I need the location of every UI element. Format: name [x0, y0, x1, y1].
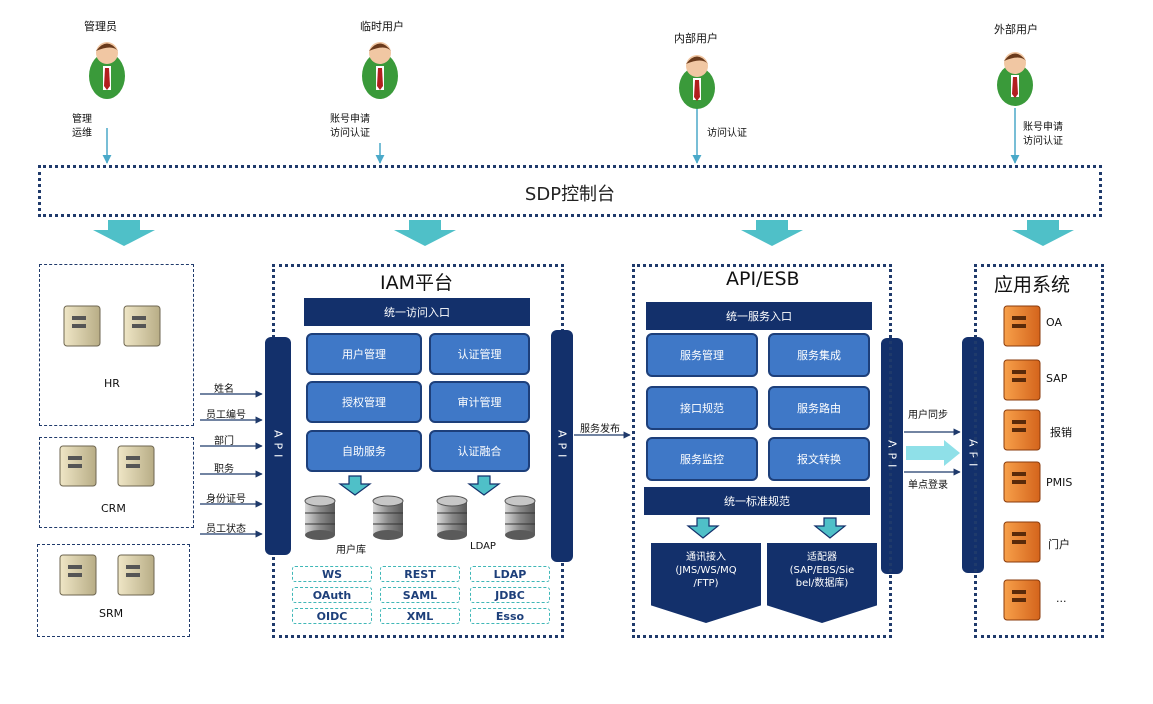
iam-title: IAM平台: [380, 272, 453, 294]
sdp-down-arrows: [93, 220, 1074, 246]
inner-down-arrows: [338, 475, 847, 539]
app-label-more: ...: [1056, 592, 1067, 605]
esb-module-service-mgmt: 服务管理: [646, 333, 758, 377]
app-label-oa: OA: [1046, 316, 1062, 329]
iam-module-authz-mgmt: 授权管理: [306, 381, 422, 423]
esb-title: API/ESB: [726, 268, 800, 290]
user-figure-temp: [362, 42, 398, 99]
source-label-crm: CRM: [101, 502, 126, 515]
protocol-esso: Esso: [470, 608, 550, 624]
user-figure-internal: [679, 55, 715, 109]
api-bar-iam-right: API: [551, 330, 573, 562]
server-icons-srm: [59, 554, 155, 596]
app-label-reimburse: 报销: [1050, 426, 1072, 439]
esb-module-service-monitor: 服务监控: [646, 437, 758, 481]
esb-output-comm-line-1: 通讯接入: [686, 552, 726, 563]
esb-module-service-integration: 服务集成: [768, 333, 870, 377]
protocol-oidc: OIDC: [292, 608, 372, 624]
sdp-title: SDP控制台: [524, 184, 616, 205]
api-bar-iam-left-label: API: [271, 429, 285, 463]
protocol-saml: SAML: [380, 587, 460, 603]
apps-title: 应用系统: [994, 274, 1071, 296]
iam-store-userdb: 用户库: [336, 545, 366, 556]
user-note-temp-1: 账号申请: [330, 114, 370, 125]
esb-output-adapter-line-2: (SAP/EBS/Sie: [789, 565, 855, 576]
iam-store-ldap: LDAP: [470, 541, 496, 552]
service-publish-label: 服务发布: [580, 424, 620, 435]
esb-module-message-transform: 报文转换: [768, 437, 870, 481]
database-icons: [304, 495, 536, 540]
iam-module-auth-fusion: 认证融合: [429, 430, 530, 472]
server-icons-crm: [59, 445, 155, 487]
app-systems: [974, 264, 1104, 638]
field-label-department: 部门: [214, 436, 234, 447]
field-label-status: 员工状态: [206, 524, 246, 535]
protocol-oauth: OAuth: [292, 587, 372, 603]
user-name-admin: 管理员: [84, 20, 117, 33]
user-note-external-2: 访问认证: [1023, 136, 1063, 147]
esb-output-comm-access: 通讯接入 (JMS/WS/MQ /FTP): [651, 543, 761, 623]
connector-layer: [59, 42, 1074, 621]
app-label-pmis: PMIS: [1046, 476, 1073, 489]
user-note-temp-2: 访问认证: [330, 128, 370, 139]
iam-module-self-service: 自助服务: [306, 430, 422, 472]
iam-module-audit-mgmt: 审计管理: [429, 381, 530, 423]
user-note-external-1: 账号申请: [1023, 122, 1063, 133]
source-label-hr: HR: [104, 377, 120, 390]
sso-label: 单点登录: [908, 480, 948, 491]
user-sync-label: 用户同步: [908, 410, 948, 421]
esb-standard: 统一标准规范: [644, 487, 870, 515]
esb-output-adapter-line-1: 适配器: [807, 552, 837, 563]
app-label-portal: 门户: [1048, 538, 1070, 551]
user-note-internal-1: 访问认证: [707, 128, 747, 139]
user-figure-external: [997, 52, 1033, 106]
esb-output-comm-line-3: /FTP): [693, 578, 719, 589]
source-label-srm: SRM: [99, 607, 124, 620]
iam-entry: 统一访问入口: [304, 298, 530, 326]
source-box-hr: HR: [39, 264, 194, 426]
sync-fat-arrow: [906, 440, 960, 466]
source-box-srm: SRM: [37, 544, 190, 637]
app-label-sap: SAP: [1046, 372, 1068, 385]
field-label-position: 职务: [214, 464, 234, 475]
esb-output-adapter: 适配器 (SAP/EBS/Sie bel/数据库): [767, 543, 877, 623]
field-arrows: [200, 390, 263, 538]
iam-module-auth-mgmt: 认证管理: [429, 333, 530, 375]
iam-module-user-mgmt: 用户管理: [306, 333, 422, 375]
sdp-console: SDP控制台: [38, 165, 1102, 217]
api-bar-iam-right-label: API: [555, 429, 569, 463]
protocol-xml: XML: [380, 608, 460, 624]
protocol-ldap: LDAP: [470, 566, 550, 582]
user-name-temp: 临时用户: [360, 20, 404, 33]
user-note-admin-1: 管理: [72, 114, 92, 125]
user-name-external: 外部用户: [994, 23, 1038, 36]
esb-output-adapter-line-3: bel/数据库): [795, 578, 849, 589]
protocol-jdbc: JDBC: [470, 587, 550, 603]
esb-output-comm-line-2: (JMS/WS/MQ: [675, 565, 737, 576]
protocol-ws: WS: [292, 566, 372, 582]
user-note-admin-2: 运维: [72, 128, 92, 139]
esb-module-service-routing: 服务路由: [768, 386, 870, 430]
source-box-crm: CRM: [39, 437, 194, 528]
user-name-internal: 内部用户: [674, 32, 718, 45]
server-icons-hr: [63, 305, 161, 347]
app-server-icons: [1003, 305, 1041, 621]
api-bar-iam-left: API: [265, 337, 291, 555]
diagram-canvas: 管理员 临时用户 内部用户 外部用户 管理 运维 账号申请 访问认证 访问认证 …: [37, 20, 1104, 638]
esb-module-interface-spec: 接口规范: [646, 386, 758, 430]
api-bar-esb-right-label: API: [885, 439, 899, 473]
esb-entry: 统一服务入口: [646, 302, 872, 330]
field-label-name: 姓名: [214, 384, 234, 395]
field-label-employee-id: 员工编号: [206, 410, 246, 421]
protocol-rest: REST: [380, 566, 460, 582]
user-figure-admin: [89, 42, 125, 99]
field-label-id-card: 身份证号: [206, 494, 246, 505]
api-esb-platform: [632, 264, 892, 638]
api-bar-esb-right: API: [881, 338, 903, 574]
